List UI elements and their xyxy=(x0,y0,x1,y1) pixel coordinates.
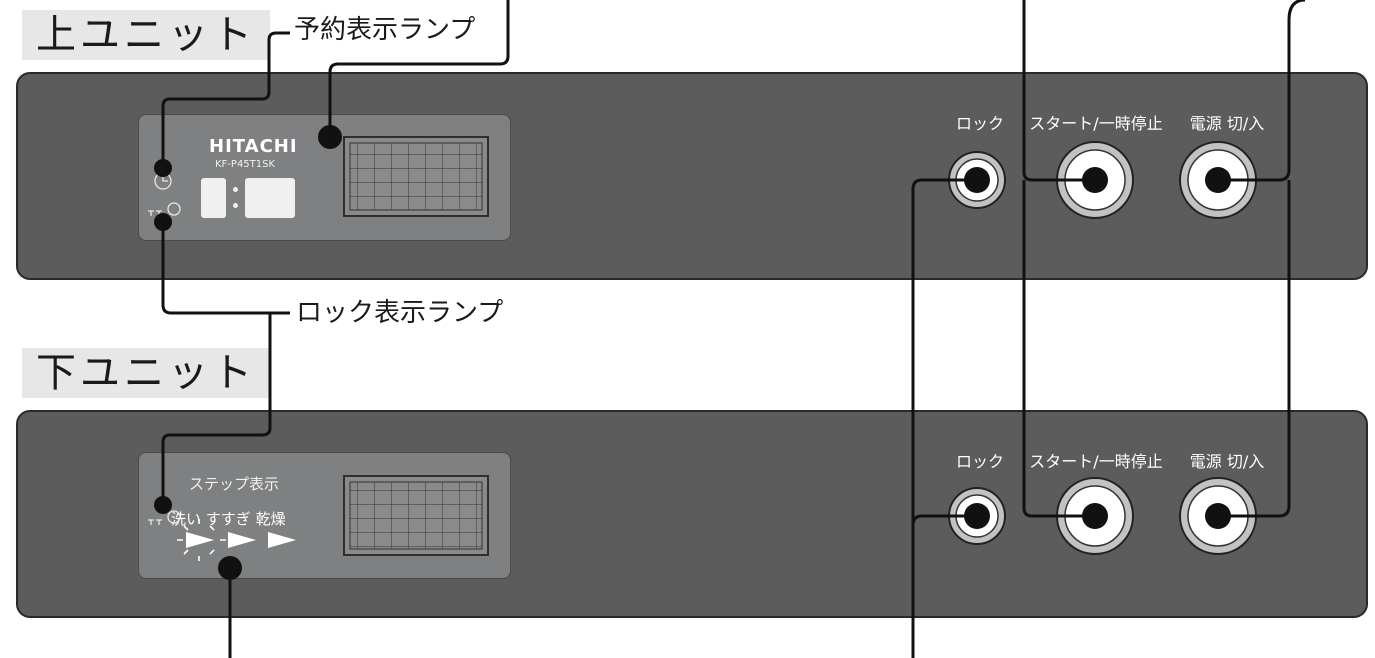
lower-lock-label: ロック xyxy=(955,452,1005,471)
time-colon-top xyxy=(233,187,238,192)
minute-digits xyxy=(245,178,295,218)
upper-power-button-dot xyxy=(1205,167,1231,193)
time-colon-bottom xyxy=(233,203,238,208)
step-arrow-icons xyxy=(186,532,296,548)
lower-lock-lamp-icon xyxy=(148,510,181,525)
step-names: 洗い すすぎ 乾燥 xyxy=(171,508,286,529)
step-arrow-rinse-icon xyxy=(228,532,256,548)
lower-power-label: 電源 切/入 xyxy=(1189,452,1265,471)
lock-lamp-callout: ロック表示ランプ xyxy=(296,298,504,328)
step-display-label: ステップ表示 xyxy=(189,475,280,493)
model-number: KF-P45T1SK xyxy=(215,159,276,170)
upper-lock-lamp-icon xyxy=(148,202,181,216)
step-dry-label: 乾燥 xyxy=(255,510,286,528)
lower-unit-title: 下ユニット xyxy=(22,348,270,398)
upper-power-label: 電源 切/入 xyxy=(1189,114,1265,133)
brand-logo: HITACHI xyxy=(209,136,298,157)
step-rinse-label: すすぎ xyxy=(205,510,251,528)
step-arrow-wash-icon xyxy=(186,532,214,548)
upper-lock-lamp-dot xyxy=(154,213,172,231)
upper-lock-button-dot xyxy=(964,167,990,193)
upper-clock-lamp-dot xyxy=(154,159,172,177)
lower-lock-button-dot xyxy=(964,503,990,529)
upper-display-dot xyxy=(318,125,342,149)
lamp-indicator-dots xyxy=(154,125,1231,580)
upper-dot-matrix-grid xyxy=(343,136,489,217)
step-wash-label: 洗い xyxy=(171,510,202,528)
lower-lock-lamp-dot xyxy=(154,496,172,514)
lower-power-button-dot xyxy=(1205,503,1231,529)
step-arrow-dry-icon xyxy=(268,532,296,548)
lower-start-label: スタート/一時停止 xyxy=(1029,452,1163,471)
reservation-lamp-callout: 予約表示ランプ xyxy=(294,15,476,45)
blink-rays-icon xyxy=(177,519,226,561)
upper-start-button-dot xyxy=(1082,167,1108,193)
step-lamp-dot xyxy=(218,556,242,580)
hour-digit xyxy=(201,178,226,218)
upper-unit-title: 上ユニット xyxy=(22,10,270,60)
lower-start-button-dot xyxy=(1082,503,1108,529)
lower-dot-matrix-grid xyxy=(343,475,489,556)
upper-start-label: スタート/一時停止 xyxy=(1029,114,1163,133)
upper-lock-label: ロック xyxy=(955,114,1005,133)
leader-lines xyxy=(161,0,1306,658)
